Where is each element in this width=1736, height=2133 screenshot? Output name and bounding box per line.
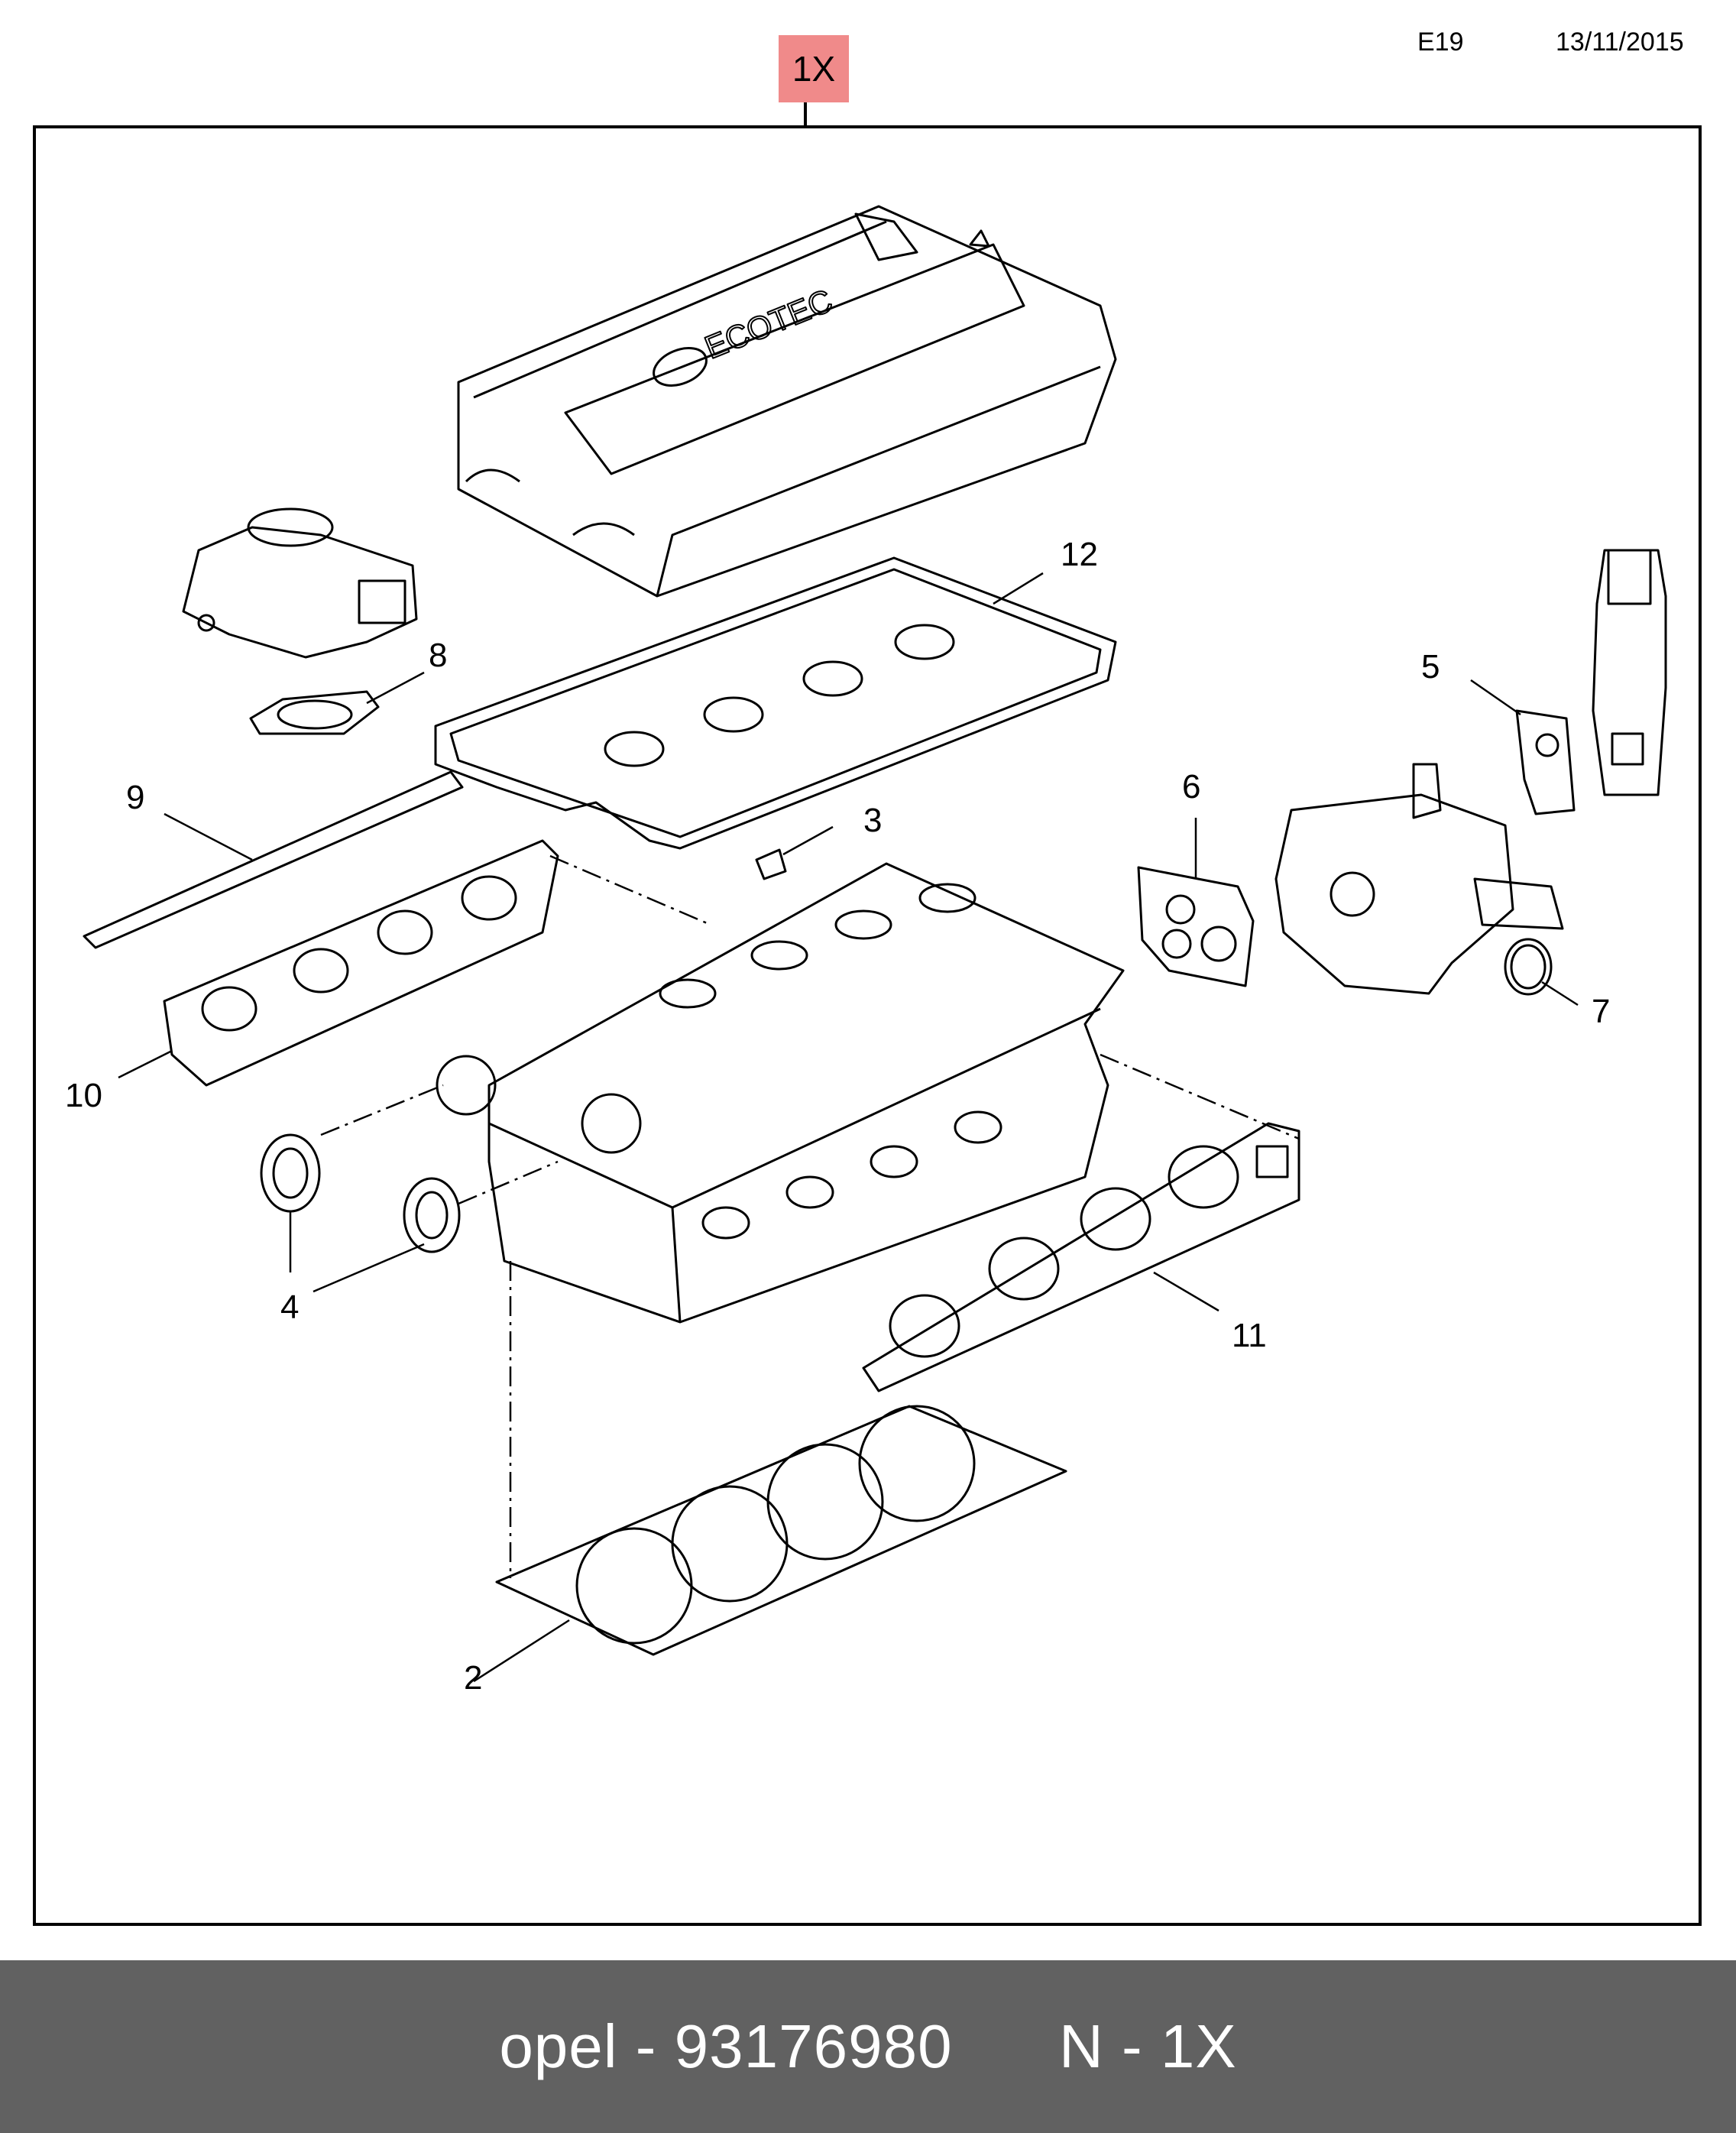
exploded-parts-diagram: ECOTEC xyxy=(33,102,1702,1926)
cam-cover-drawing: ECOTEC xyxy=(457,205,1117,598)
egr-valve-drawing xyxy=(1592,549,1667,796)
intake-gasket-thin-drawing xyxy=(83,770,464,949)
head-gasket-drawing xyxy=(495,1405,1067,1656)
cylinder-head-drawing xyxy=(436,862,1125,1324)
callout-2: 2 xyxy=(464,1659,482,1697)
footer-gap xyxy=(953,2011,1059,2082)
part-number-footer: opel - 93176980 N - 1X xyxy=(0,1960,1736,2133)
throttle-gasket-drawing xyxy=(249,690,380,735)
throttle-body-drawing xyxy=(182,507,418,659)
quantity-label: N - 1X xyxy=(1058,2012,1237,2080)
thermostat-gasket-drawing xyxy=(1137,866,1255,987)
valve-stem-seal-drawing xyxy=(755,848,787,880)
cam-cover-gasket-drawing xyxy=(434,556,1117,850)
o-ring-drawing xyxy=(1504,938,1553,996)
callout-12: 12 xyxy=(1061,536,1098,573)
assembly-tag[interactable]: 1X xyxy=(779,35,849,102)
callout-5: 5 xyxy=(1421,648,1440,686)
callout-8: 8 xyxy=(429,637,447,674)
callout-9: 9 xyxy=(126,779,144,816)
callout-3: 3 xyxy=(863,802,882,839)
exhaust-manifold-gasket-drawing xyxy=(862,1122,1300,1392)
callout-6: 6 xyxy=(1182,768,1200,806)
catalog-date: 13/11/2015 xyxy=(1556,28,1684,57)
intake-manifold-gasket-drawing xyxy=(163,839,559,1087)
callout-4: 4 xyxy=(280,1289,299,1326)
callout-7: 7 xyxy=(1592,993,1610,1030)
catalog-code: E19 xyxy=(1417,28,1464,57)
brand-part-number: opel - 93176980 xyxy=(499,2012,953,2080)
camshaft-seal-drawing xyxy=(260,1133,321,1213)
callout-10: 10 xyxy=(65,1077,102,1114)
egr-gasket-drawing xyxy=(1515,709,1576,815)
thermostat-housing-drawing xyxy=(1274,763,1564,995)
diagram-frame xyxy=(33,125,1702,1926)
svg-text:ECOTEC: ECOTEC xyxy=(700,282,837,365)
callout-11: 11 xyxy=(1232,1317,1267,1354)
